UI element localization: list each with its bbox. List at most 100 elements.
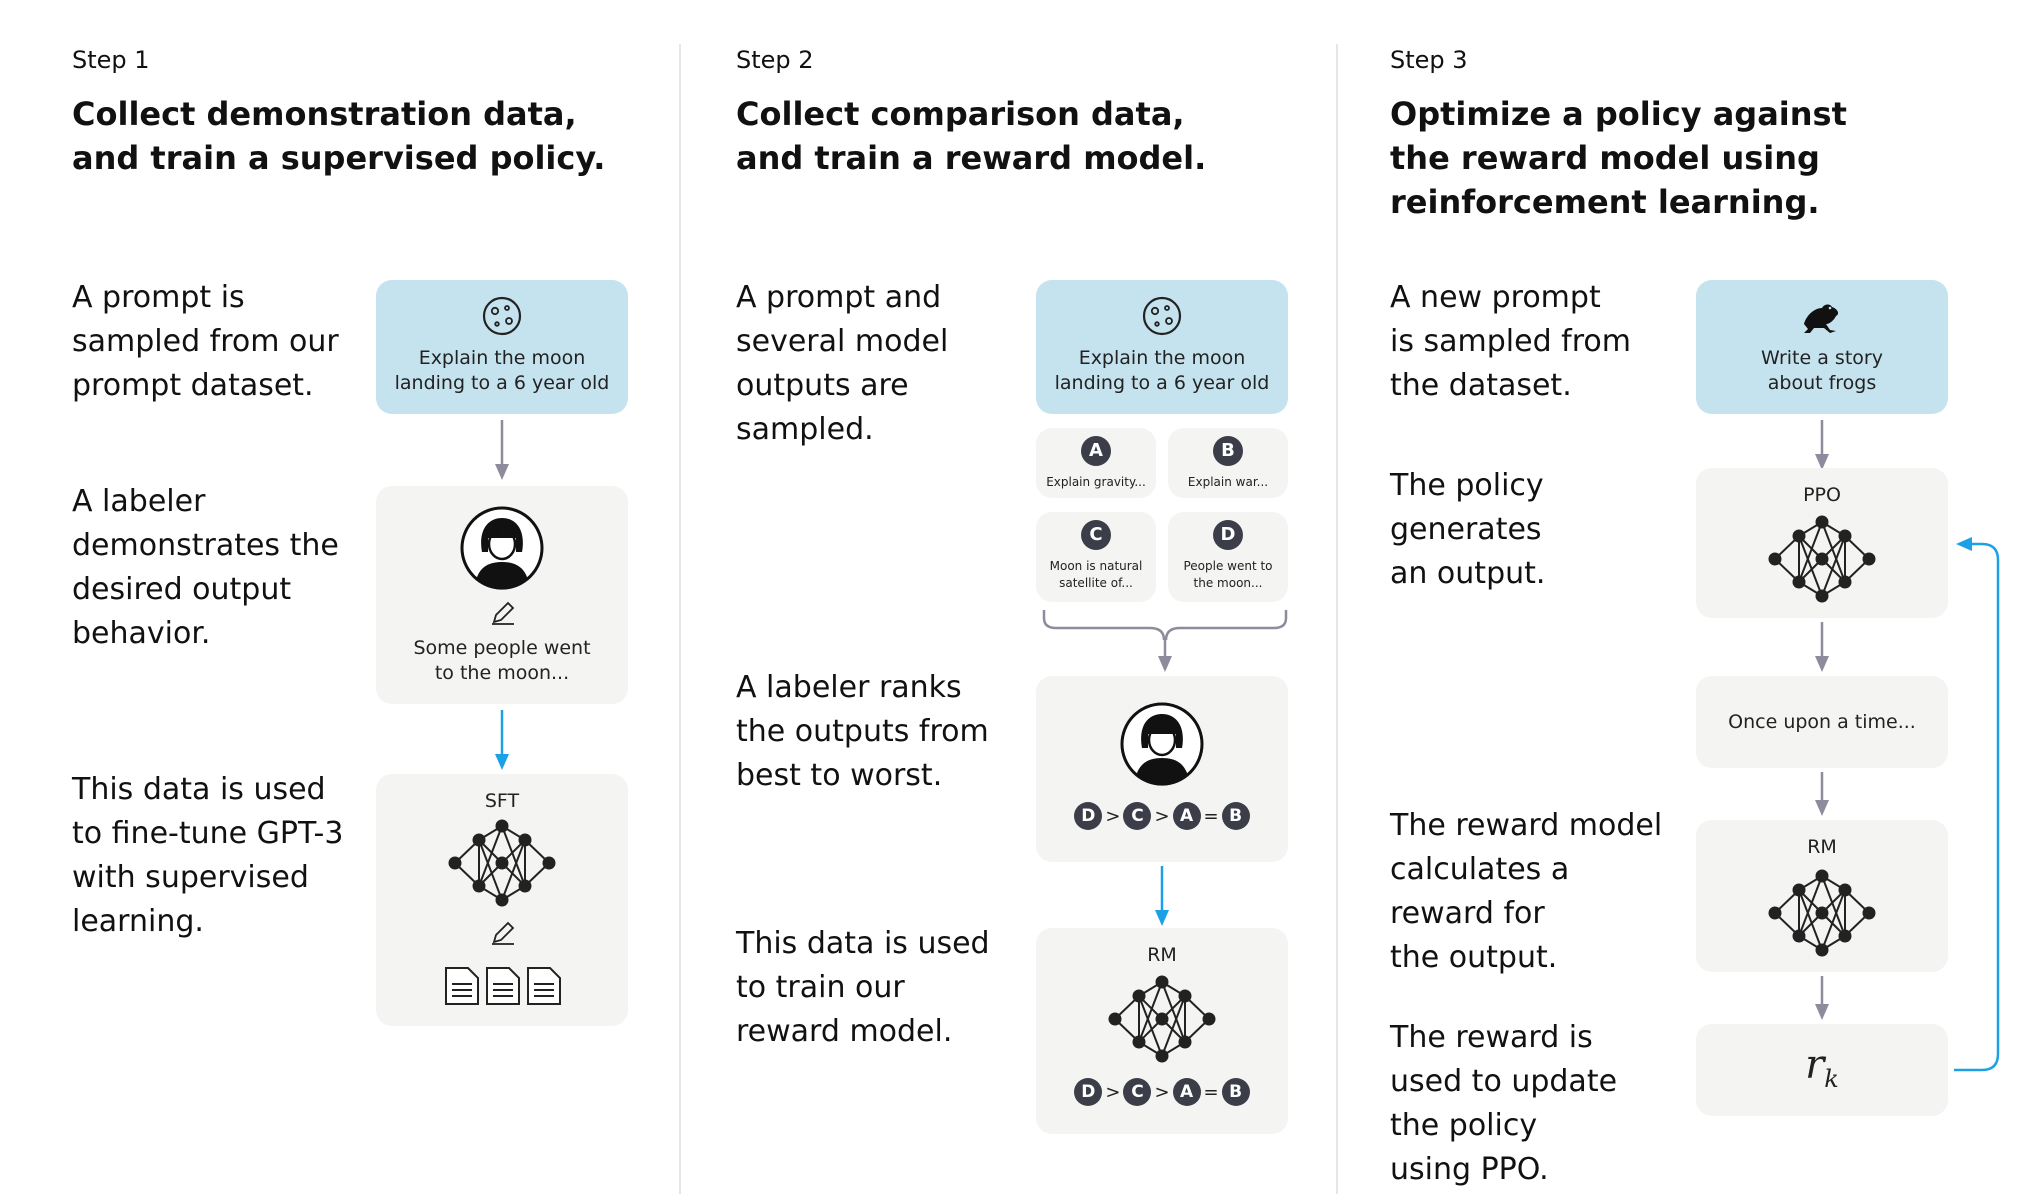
reward-symbol: rk [1696, 1042, 1948, 1093]
nn-node [1815, 552, 1829, 566]
moon-icon [482, 296, 522, 336]
nn-node [1768, 552, 1782, 566]
nn-node [1768, 906, 1782, 920]
nn-node [1792, 575, 1806, 589]
nn-node [1792, 529, 1806, 543]
nn-node [495, 893, 509, 907]
nn-node [495, 856, 509, 870]
step2-prompt-card: Explain the moon landing to a 6 year old [1036, 280, 1288, 414]
step1-demo-card: Some people went to the moon... [376, 486, 628, 704]
rank-badge: C [1123, 1078, 1152, 1106]
frog-icon [1804, 304, 1839, 333]
ppo-label: PPO [1803, 484, 1841, 506]
step2-rm-card: RM D > C > A = B [1036, 928, 1288, 1134]
merge-bracket [1042, 610, 1288, 672]
nn-edge [1821, 875, 1846, 937]
nn-edge [478, 839, 503, 901]
reward-r: r [1805, 1042, 1825, 1088]
nn-node [1815, 869, 1829, 883]
output-badge-d: D [1213, 520, 1243, 550]
nn-edge [1161, 981, 1186, 1043]
step3-reward-card: rk [1696, 1024, 1948, 1116]
output-card-d: D People went to the moon... [1168, 512, 1288, 602]
rank-badge: D [1074, 802, 1103, 830]
output-text-c: Moon is natural satellite of... [1049, 559, 1143, 590]
step2-desc-sample: A prompt and several model outputs are s… [736, 280, 949, 447]
rank-operator: > [1154, 1081, 1170, 1103]
labeler-icon [1120, 702, 1204, 786]
arrow-down [1815, 976, 1829, 1020]
step1-desc-demo: A labeler demonstrates the desired outpu… [72, 484, 339, 651]
step3-prompt-text: Write a story about frogs [1761, 347, 1883, 394]
output-badge-c: C [1081, 520, 1111, 550]
nn-node [518, 833, 532, 847]
step1-sft-card: SFT [376, 774, 628, 1026]
arrow-down [1815, 622, 1829, 672]
arrow-down-blue [1155, 866, 1169, 926]
nn-node [1838, 529, 1852, 543]
nn-edge [478, 825, 503, 887]
step1-desc-train: This data is used to fine-tune GPT-3 wit… [72, 772, 344, 939]
step3-output-card: Once upon a time... [1696, 676, 1948, 768]
nn-edge [1161, 995, 1186, 1057]
nn-edge [1798, 889, 1823, 951]
nn-node [1815, 906, 1829, 920]
pencil-icon [492, 601, 515, 625]
nn-edge [1821, 889, 1846, 951]
step2-desc-train: This data is used to train our reward mo… [736, 926, 990, 1049]
nn-edge [1798, 535, 1823, 597]
rm-label: RM [1807, 836, 1837, 858]
nn-node [1108, 1012, 1122, 1026]
step3-output-text: Once upon a time... [1728, 711, 1916, 733]
step2-label: Step 2 [736, 46, 814, 74]
nn-node [1178, 1035, 1192, 1049]
step3-title: Optimize a policy against the reward mod… [1390, 95, 1847, 221]
rank-operator: > [1105, 1081, 1121, 1103]
output-badge-a: A [1081, 436, 1111, 466]
step1-label: Step 1 [72, 46, 150, 74]
step3-desc-sample: A new prompt is sampled from the dataset… [1390, 280, 1631, 403]
step3-desc-reward: The reward model calculates a reward for… [1390, 808, 1663, 975]
step3-desc-policy: The policy generates an output. [1390, 468, 1546, 591]
step1-prompt-card: Explain the moon landing to a 6 year old [376, 280, 628, 414]
moon-icon [1142, 296, 1182, 336]
nn-edge [1138, 995, 1163, 1057]
step3-label: Step 3 [1390, 46, 1468, 74]
step1-prompt-text: Explain the moon landing to a 6 year old [394, 347, 610, 394]
nn-node [542, 856, 556, 870]
nn-node [1838, 883, 1852, 897]
rank-operator: > [1154, 805, 1170, 827]
document-icon [445, 967, 479, 1005]
rank-badge: C [1123, 802, 1152, 830]
nn-node [518, 879, 532, 893]
nn-node [1862, 906, 1876, 920]
step2-rank-card: D > C > A = B [1036, 676, 1288, 862]
rank-operator: = [1203, 805, 1219, 827]
nn-node [1792, 883, 1806, 897]
rank-badge: B [1221, 802, 1250, 830]
nn-node [1155, 1012, 1169, 1026]
output-text-b: Explain war... [1187, 475, 1269, 489]
column-divider [1336, 44, 1338, 1194]
nn-node [1155, 975, 1169, 989]
nn-node [1155, 1049, 1169, 1063]
rank-badge: D [1074, 1078, 1103, 1106]
ranking-row: D > C > A = B [1036, 1078, 1288, 1106]
neural-network-icon [1768, 869, 1876, 957]
column-divider [679, 44, 681, 1194]
neural-network-icon [1108, 975, 1216, 1063]
rank-badge: A [1172, 802, 1201, 830]
nn-node [1815, 943, 1829, 957]
nn-edge [1798, 521, 1823, 583]
step1-demo-text: Some people went to the moon... [413, 637, 591, 684]
nn-edge [501, 825, 526, 887]
step3-prompt-card: Write a story about frogs [1696, 280, 1948, 414]
document-icon [527, 967, 561, 1005]
output-badge-b: B [1213, 436, 1243, 466]
step2-title: Collect comparison data, and train a rew… [736, 95, 1207, 177]
labeler-icon [460, 506, 544, 590]
arrow-down [1815, 420, 1829, 470]
neural-network-icon [1768, 515, 1876, 603]
neural-network-icon [448, 819, 556, 907]
rank-badge: B [1221, 1078, 1250, 1106]
